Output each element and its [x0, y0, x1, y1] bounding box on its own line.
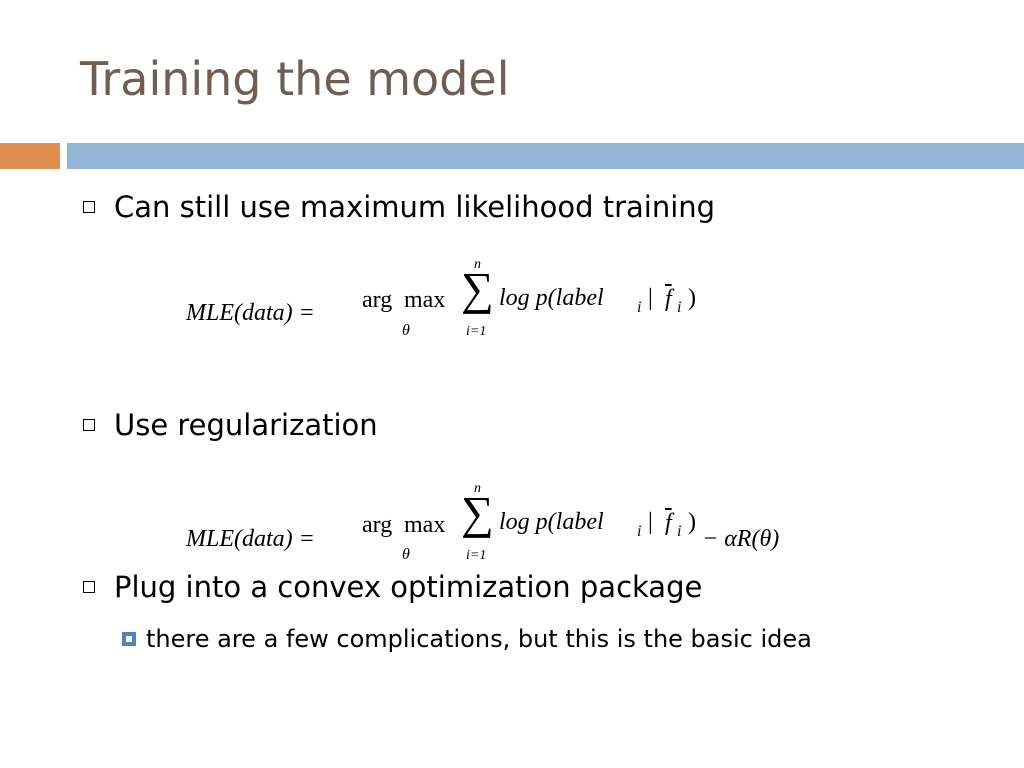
- eq-sub-i: i: [637, 299, 642, 316]
- bullet-item: Plug into a convex optimization package: [83, 570, 702, 604]
- bullet-item: Use regularization: [83, 408, 378, 442]
- bullet-square-icon: [83, 201, 95, 213]
- bullet-square-icon: [83, 419, 95, 431]
- eq-sub-i: i: [637, 523, 642, 540]
- eq-body: log p(label: [499, 509, 604, 535]
- bullet-text: Can still use maximum likelihood trainin…: [114, 190, 716, 224]
- eq-regularizer: − αR(θ): [702, 526, 780, 552]
- accent-bar-orange: [0, 143, 60, 169]
- bullet-text: Use regularization: [114, 408, 378, 442]
- eq-bar: |: [648, 285, 653, 311]
- bullet-square-icon: [83, 581, 95, 593]
- eq-upper-limit: n: [474, 257, 481, 272]
- eq-f-sub: i: [677, 299, 682, 316]
- eq-lower-limit: i=1: [466, 548, 487, 563]
- bullet-item: Can still use maximum likelihood trainin…: [83, 190, 715, 224]
- eq-f-sub: i: [677, 523, 682, 540]
- eq-lhs: MLE(data) =: [186, 526, 315, 552]
- slide-title: Training the model: [80, 52, 510, 106]
- sub-bullet-square-icon: [122, 632, 136, 646]
- bullet-text: Plug into a convex optimization package: [114, 570, 703, 604]
- sigma-icon: ∑: [461, 263, 494, 314]
- sub-bullet-item: there are a few complications, but this …: [122, 625, 812, 653]
- eq-body: log p(label: [499, 285, 604, 311]
- eq-upper-limit: n: [474, 481, 481, 496]
- eq-arg: arg: [362, 512, 393, 538]
- eq-arg: arg: [362, 287, 393, 313]
- eq-f: f: [665, 286, 672, 312]
- eq-bar: |: [648, 509, 653, 535]
- accent-bar-blue: [67, 143, 1024, 169]
- eq-theta-sub: θ: [402, 546, 410, 563]
- eq-f: f: [665, 510, 672, 536]
- eq-close: ): [688, 509, 696, 535]
- eq-max: max: [404, 512, 446, 538]
- eq-lower-limit: i=1: [466, 324, 487, 339]
- eq-max: max: [404, 287, 446, 313]
- eq-close: ): [688, 285, 696, 311]
- eq-lhs: MLE(data) =: [186, 300, 315, 326]
- sub-bullet-text: there are a few complications, but this …: [146, 625, 812, 653]
- sigma-icon: ∑: [461, 487, 494, 538]
- eq-theta-sub: θ: [402, 322, 410, 339]
